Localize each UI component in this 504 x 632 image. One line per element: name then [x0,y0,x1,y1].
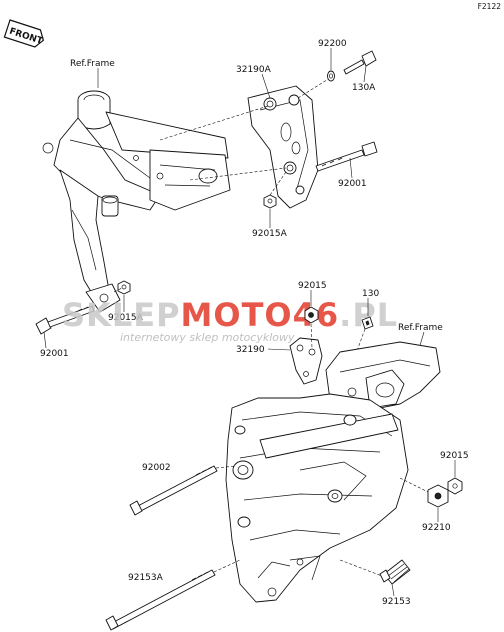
label-32190: 32190 [236,345,265,355]
bolt-130 [361,316,374,330]
nut-92015A-lower [117,280,131,295]
nut-92015-right [447,477,463,495]
label-130: 130 [362,289,379,299]
watermark-brand-mid: MOTO [181,296,293,334]
figure-code: F2122 [478,2,502,11]
nut-92015A-upper [263,194,277,209]
washer-92200 [327,70,335,82]
upper-frame-section [42,90,231,313]
bracket-32190A [247,85,319,209]
watermark: SKLEPMOTO46.PL internetowy sklep motocyk… [62,296,398,344]
label-92001-right: 92001 [338,179,367,189]
label-130A: 130A [352,83,376,93]
lower-frame-section [225,341,441,603]
label-92153A: 92153A [128,573,164,583]
label-92015-top: 92015 [298,281,327,291]
label-92015A-lower: 92015A [108,313,144,323]
bolt-92153 [379,559,411,585]
label-92153: 92153 [382,597,411,607]
label-92015A-upper: 92015A [252,229,288,239]
front-arrow-icon: FRONT [3,19,45,48]
ref-frame-top-label: Ref.Frame [70,59,115,69]
watermark-tagline: internetowy sklep motocyklowy [120,331,295,344]
watermark-brand-tld: .PL [339,296,398,334]
label-92210: 92210 [422,523,451,533]
bolt-92153A [105,569,216,631]
nut-92015-top [304,306,319,324]
bolt-92001-left [35,305,95,335]
label-92002: 92002 [142,463,171,473]
bolt-130A [343,50,377,75]
watermark-brand-left: SKLEP [62,296,181,334]
label-92200: 92200 [318,39,347,49]
bolt-92001-right [315,141,378,172]
label-32190A: 32190A [236,65,272,75]
bolt-92002 [129,465,218,516]
label-92001-left: 92001 [40,349,69,359]
ref-frame-right-label: Ref.Frame [398,323,443,333]
bracket-32190 [289,337,323,385]
svg-text:SKLEPMOTO46.PL: SKLEPMOTO46.PL [62,296,398,334]
label-92015-right: 92015 [440,451,469,461]
nut-92210 [427,484,449,508]
